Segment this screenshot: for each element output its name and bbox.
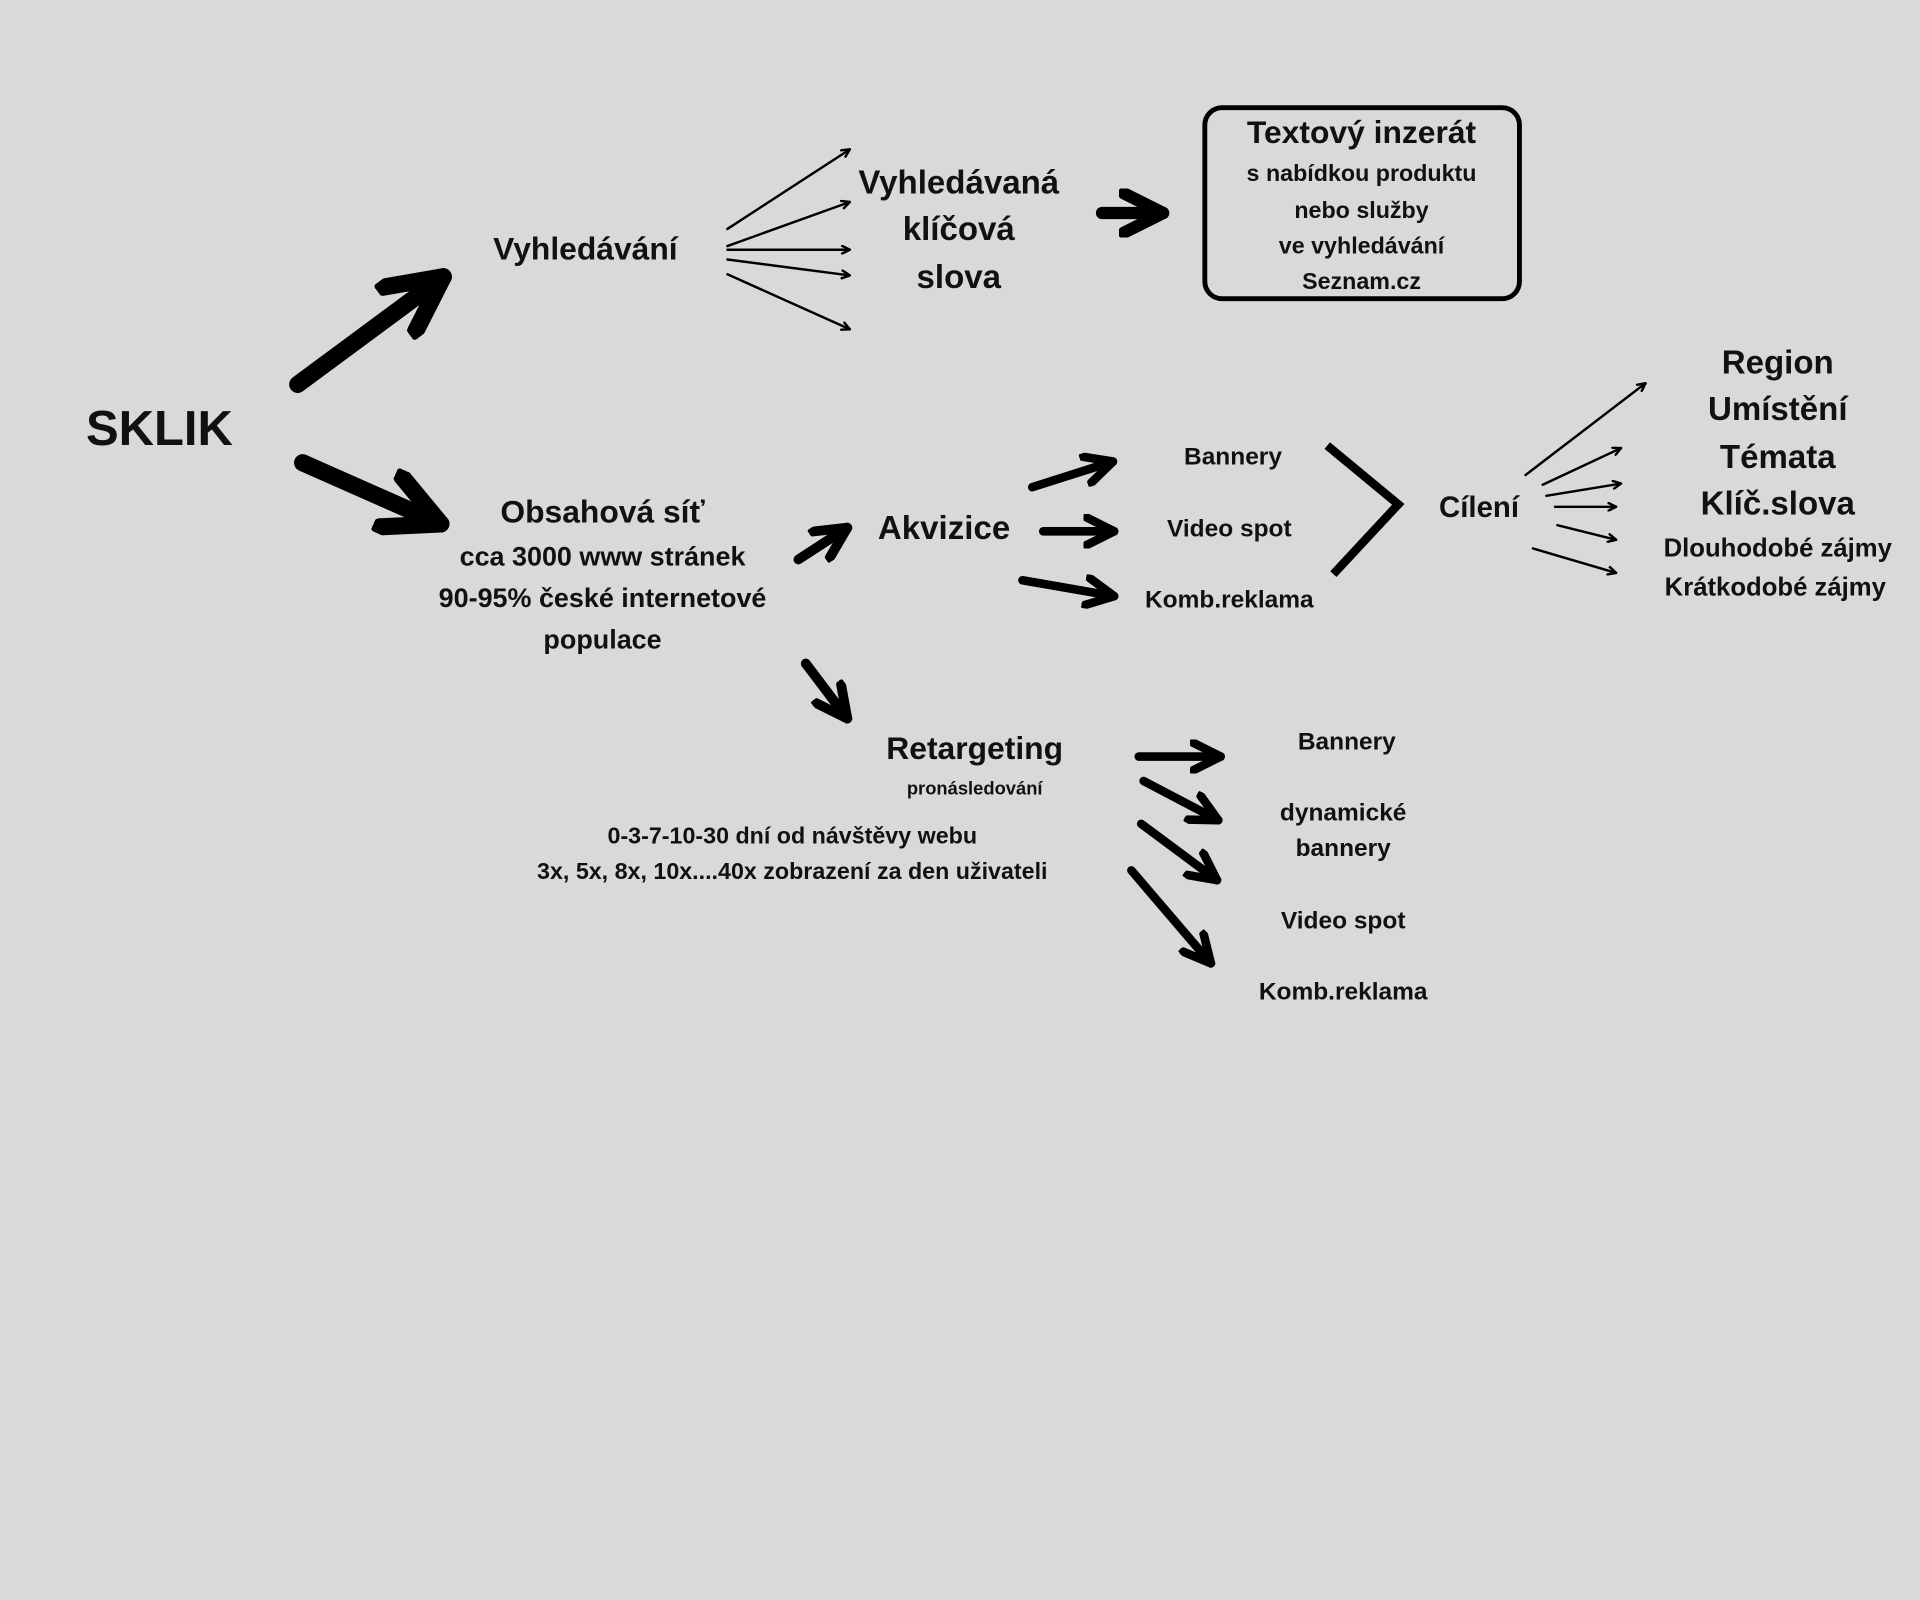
targeting-option: Krátkodobé zájmy [1665,574,1887,602]
acq-format: Video spot [1167,516,1292,543]
keywords-line: Vyhledávaná [858,165,1059,202]
acquisition-label: Akvizice [878,510,1010,547]
thin-arrow [726,258,852,276]
targeting-option: Témata [1720,439,1836,476]
acq-format: Bannery [1184,443,1282,470]
content-network-line: 90-95% české internetové [439,583,767,613]
content-network-title: Obsahová síť [500,494,705,530]
targeting-arrows [1524,381,1647,573]
ret-format: Komb.reklama [1259,978,1428,1005]
thin-arrow [726,202,852,248]
arrow-to-acquisition [793,522,847,565]
targeting-label: Cílení [1439,491,1520,524]
acq-format: Komb.reklama [1145,587,1314,614]
arrow-ret-combined [1127,866,1216,968]
arrow-root-to-search [289,268,452,393]
search-label: Vyhledávání [493,230,679,266]
ret-format: dynamické [1280,800,1407,827]
retargeting-sublabel: pronásledování [907,777,1044,798]
thin-arrow [726,272,852,329]
ad-box-title: Textový inzerát [1247,114,1477,150]
keywords-line: klíčová [903,211,1016,248]
targeting-option: Region [1722,345,1834,382]
bracket-chevron [1324,442,1405,578]
ad-box-line: Seznam.cz [1302,268,1421,294]
content-network-line: populace [543,625,661,655]
thin-arrow [726,148,852,231]
search-keyword-arrows [726,148,852,329]
thin-arrow [1524,381,1647,477]
thin-arrow [1541,448,1623,486]
keywords-line: slova [917,259,1002,296]
arrow-to-retargeting [800,658,853,724]
retargeting-note: 0-3-7-10-30 dní od návštěvy webu [608,822,978,848]
arrow-acq-combined [1018,580,1119,596]
arrow-acq-banners [1027,462,1118,492]
thin-arrow [1556,523,1618,540]
ad-box-line: ve vyhledávání [1279,232,1446,258]
arrow-ret-video [1136,819,1222,885]
root-label: SKLIK [86,402,233,456]
thin-arrow [1531,547,1618,572]
text-ad-box: Textový inzerát s nabídkou produktu nebo… [1202,105,1522,302]
thin-arrow [1545,484,1623,498]
targeting-option: Klíč.slova [1701,485,1856,522]
retargeting-note: 3x, 5x, 8x, 10x....40x zobrazení za den … [537,858,1047,884]
ad-box-line: nebo služby [1294,197,1428,223]
targeting-option: Dlouhodobé zájmy [1664,534,1893,562]
arrow-root-to-content-network [294,454,450,524]
ret-format: bannery [1296,835,1392,862]
ret-format: Bannery [1298,729,1396,756]
ret-format: Video spot [1281,907,1406,934]
retargeting-label: Retargeting [886,730,1063,766]
arrow-ret-dynamic [1139,776,1223,825]
content-network-line: cca 3000 www stránek [460,541,746,571]
ad-box-line: s nabídkou produktu [1247,160,1477,186]
targeting-option: Umístění [1708,391,1849,428]
